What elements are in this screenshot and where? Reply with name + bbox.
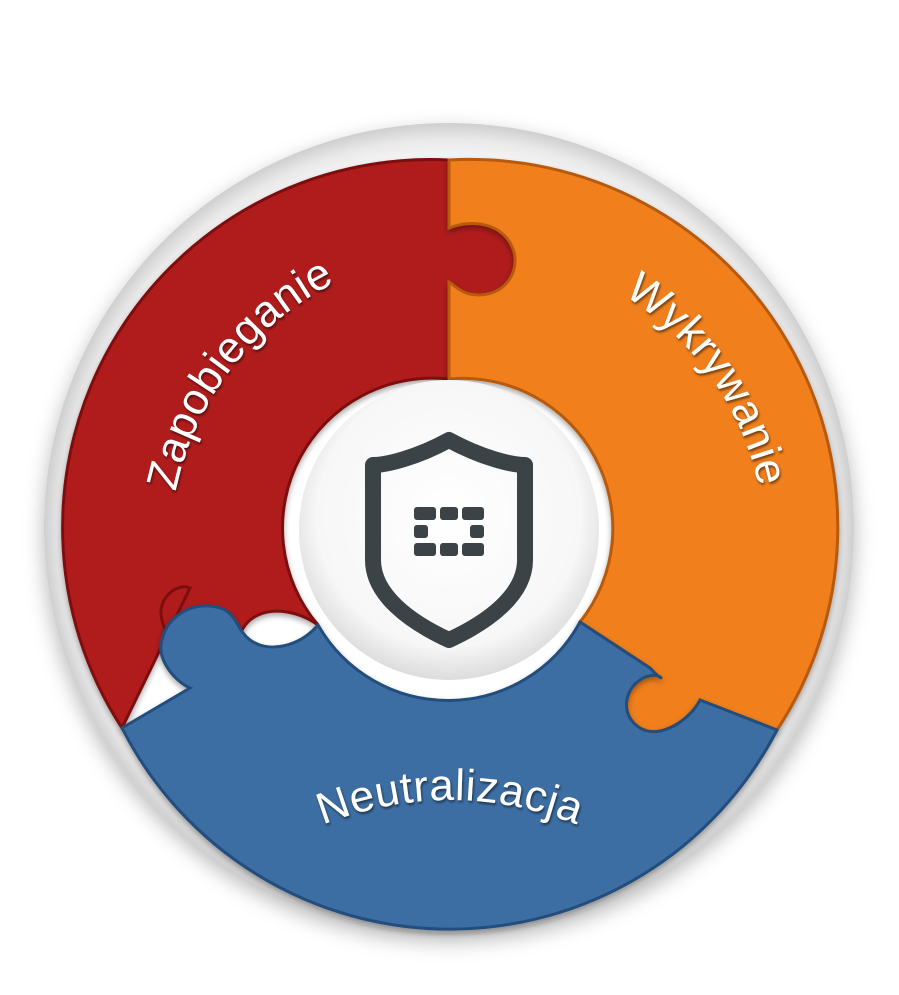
fortinet-shield-icon (365, 432, 533, 648)
center-circle (299, 380, 599, 680)
segment-mitigate (120, 604, 780, 931)
